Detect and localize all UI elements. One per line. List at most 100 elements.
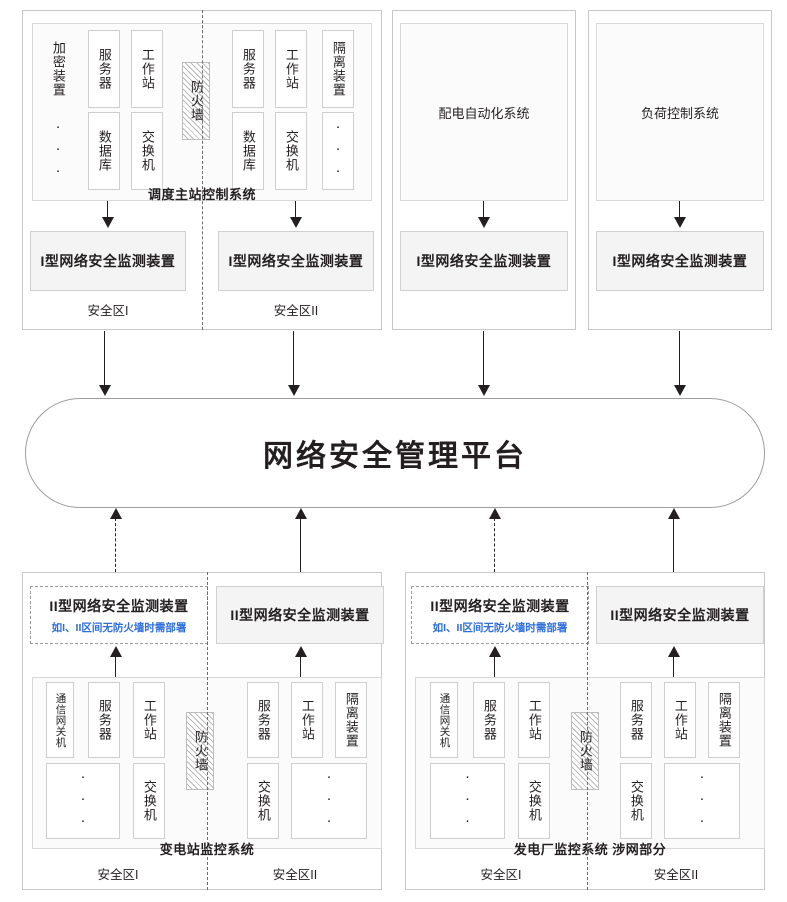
device-dots-substation-z2: ··· xyxy=(291,763,367,839)
firewall-substation: 防火墙 xyxy=(186,712,214,790)
monitor-label: I型网络安全监测装置 xyxy=(416,253,552,269)
type2-monitor-substation-z1: II型网络安全监测装置 如I、II区间无防火墙时需部署 xyxy=(30,586,208,644)
type2-monitor-powerplant-z2: II型网络安全监测装置 xyxy=(596,586,764,644)
arrow-to-platform-4-head xyxy=(674,385,686,396)
arrow-to-platform-1-line xyxy=(104,331,105,387)
device-workstation-dispatch-z1: 工作站 xyxy=(131,30,163,108)
device-label: 通信网关机 xyxy=(438,692,451,748)
device-label: 工作站 xyxy=(141,699,157,741)
vertical-dots: ··· xyxy=(320,768,338,834)
arrow-to-platform-4-line xyxy=(679,331,680,387)
device-label: 交换机 xyxy=(255,780,271,822)
device-dots-powerplant-z1: ··· xyxy=(430,763,505,839)
arrow-from-powerplant-z1-line xyxy=(494,518,495,572)
type2-monitor-powerplant-z1: II型网络安全监测装置 如I、II区间无防火墙时需部署 xyxy=(411,586,589,644)
monitor-label: I型网络安全监测装置 xyxy=(228,253,364,269)
type1-monitor-distribution: I型网络安全监测装置 xyxy=(400,231,568,291)
arrow-powerplant-z2-up-line xyxy=(673,656,674,678)
arrow-load-line xyxy=(679,201,680,219)
firewall-label: 防火墙 xyxy=(577,730,593,772)
device-server-dispatch-z1: 服务器 xyxy=(88,30,120,108)
device-label: 交换机 xyxy=(526,780,542,822)
arrow-from-powerplant-z2-head xyxy=(668,508,680,519)
device-label: 服务器 xyxy=(481,699,497,741)
monitor-label: II型网络安全监测装置 xyxy=(230,607,370,623)
arrow-substation-z1-up-head xyxy=(110,646,122,657)
device-label: 服务器 xyxy=(628,699,644,741)
distribution-system-box: 配电自动化系统 xyxy=(400,23,568,201)
device-server-substation-z1: 服务器 xyxy=(88,682,120,758)
monitor-note: 如I、II区间无防火墙时需部署 xyxy=(51,621,187,634)
device-database-dispatch-z1: 数据库 xyxy=(88,112,120,190)
device-label: 数据库 xyxy=(240,130,256,172)
device-dots-powerplant-z2: ··· xyxy=(664,763,740,839)
powerplant-system-caption: 发电厂监控系统 涉网部分 xyxy=(513,842,667,857)
arrow-substation-z2-up-line xyxy=(300,656,301,678)
zone-divider-substation xyxy=(207,572,208,890)
arrow-to-platform-3-line xyxy=(483,331,484,387)
device-switch-powerplant-z2: 交换机 xyxy=(620,763,652,839)
device-isolation-substation-z2: 隔离装置 xyxy=(335,682,367,758)
device-label: 通信网关机 xyxy=(54,692,67,748)
monitor-label: II型网络安全监测装置 xyxy=(49,597,189,614)
device-label: 交换机 xyxy=(141,780,157,822)
arrow-from-powerplant-z2-line xyxy=(673,518,674,572)
device-label: 工作站 xyxy=(672,699,688,741)
zone-label-dispatch-z1: 安全区I xyxy=(87,304,129,318)
platform-title: 网络安全管理平台 xyxy=(263,440,527,473)
zone-label-powerplant-z1: 安全区I xyxy=(480,868,522,882)
device-label: 服务器 xyxy=(240,48,256,90)
zone-divider-powerplant xyxy=(587,572,588,890)
device-dots-dispatch-z2: ··· xyxy=(322,112,354,190)
device-workstation-dispatch-z2: 工作站 xyxy=(275,30,307,108)
device-label: 服务器 xyxy=(96,48,112,90)
device-label: 隔离装置 xyxy=(716,692,732,748)
device-workstation-powerplant-z1: 工作站 xyxy=(518,682,550,758)
firewall-dispatch: 防火墙 xyxy=(182,62,210,140)
device-label: 服务器 xyxy=(96,699,112,741)
type2-monitor-substation-z2: II型网络安全监测装置 xyxy=(216,586,384,644)
device-server-powerplant-z1: 服务器 xyxy=(473,682,505,758)
arrow-from-substation-z1-line xyxy=(115,518,116,572)
device-isolation-powerplant-z2: 隔离装置 xyxy=(708,682,740,758)
zone-label-substation-z2: 安全区II xyxy=(272,868,318,882)
device-label: 工作站 xyxy=(299,699,315,741)
encryption-device-label: 加密装置 xyxy=(42,30,74,108)
device-dots-substation-z1: ··· xyxy=(46,763,120,839)
vertical-dots: ··· xyxy=(693,768,711,834)
vertical-dots: ··· xyxy=(49,118,67,184)
vertical-dots: ··· xyxy=(74,768,92,834)
arrow-dispatch-z2-line xyxy=(295,201,296,219)
device-workstation-substation-z2: 工作站 xyxy=(291,682,323,758)
type1-monitor-dispatch-z2: I型网络安全监测装置 xyxy=(218,231,374,291)
distribution-system-title: 配电自动化系统 xyxy=(438,105,530,121)
device-comm-gateway-substation-z1: 通信网关机 xyxy=(46,682,74,758)
arrow-dispatch-z1-head xyxy=(102,217,114,228)
device-comm-gateway-powerplant-z1: 通信网关机 xyxy=(430,682,458,758)
device-workstation-substation-z1: 工作站 xyxy=(133,682,165,758)
device-label: 交换机 xyxy=(283,130,299,172)
vertical-dots: ··· xyxy=(459,768,476,834)
device-label: 工作站 xyxy=(526,699,542,741)
device-workstation-powerplant-z2: 工作站 xyxy=(664,682,696,758)
arrow-powerplant-z2-up-head xyxy=(668,646,680,657)
zone-label-powerplant-z2: 安全区II xyxy=(653,868,699,882)
device-label: 交换机 xyxy=(139,130,155,172)
arrow-distribution-head xyxy=(478,217,490,228)
zone-label-dispatch-z2: 安全区II xyxy=(273,304,319,318)
device-label: 数据库 xyxy=(96,130,112,172)
arrow-to-platform-3-head xyxy=(478,385,490,396)
type1-monitor-dispatch-z1: I型网络安全监测装置 xyxy=(30,231,186,291)
monitor-label: II型网络安全监测装置 xyxy=(610,607,750,623)
load-control-system-title: 负荷控制系统 xyxy=(640,105,719,121)
device-label: 工作站 xyxy=(139,48,155,90)
device-isolation-dispatch-z2: 隔离装置 xyxy=(322,30,354,108)
device-label: 隔离装置 xyxy=(343,692,359,748)
arrow-from-substation-z2-head xyxy=(295,508,307,519)
dispatch-system-caption: 调度主站控制系统 xyxy=(147,187,256,202)
device-server-substation-z2: 服务器 xyxy=(247,682,279,758)
monitor-note: 如I、II区间无防火墙时需部署 xyxy=(432,621,568,634)
zone-divider-dispatch xyxy=(202,10,203,330)
arrow-to-platform-1-head xyxy=(99,385,111,396)
